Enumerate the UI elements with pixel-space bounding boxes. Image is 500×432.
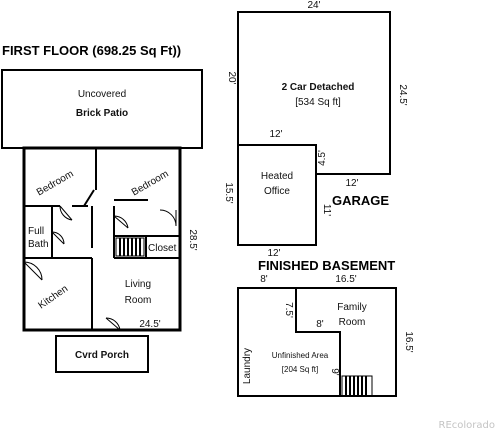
office-label-line2: Office [264,186,290,197]
porch-label: Cvrd Porch [75,350,129,361]
first-floor-stairs [115,237,145,257]
unfinished-area-label-line1: Unfinished Area [272,351,329,360]
patio-label-line2: Brick Patio [76,108,128,119]
basement-stair-dimension: 9' [329,368,340,376]
office-label-line1: Heated [261,171,293,182]
covered-porch: Cvrd Porch [55,335,149,373]
office-top-dimension: 12' [269,129,282,140]
heated-office: Heated Office [237,144,317,246]
patio-label-line1: Uncovered [78,89,126,100]
garage-right-dimension: 24.5' [397,84,408,105]
unfinished-area-label-line2: [204 Sq ft] [282,365,318,374]
laundry-label: Laundry [242,348,253,384]
office-notch-dimension: 4.5' [317,150,328,166]
family-room-label-line1: Family [337,302,366,313]
basement-outline [237,287,397,397]
full-bath-label-line2: Bath [28,239,49,250]
bedroom-left-label: Bedroom [35,169,76,199]
basement-inner-vertical-dimension: 7.5' [283,302,294,318]
garage-outline [237,11,391,175]
basement-heading: FINISHED BASEMENT [258,258,395,273]
office-bottom-dimension: 12' [267,248,280,259]
garage-label-line1: 2 Car Detached [282,82,355,93]
garage-heading: GARAGE [332,193,389,208]
basement-right-dimension: 16.5' [403,331,414,352]
closet-label: Closet [148,243,177,254]
garage-top-dimension: 24' [307,0,320,11]
basement-top-left-dimension: 8' [260,274,268,285]
first-floor-bottom-dimension: 24.5' [139,319,160,330]
garage-bottom-dimension: 12' [345,178,358,189]
patio: Uncovered Brick Patio [1,69,203,149]
basement-inner-horizontal-dimension: 8' [316,319,324,330]
first-floor-right-dimension: 28.5' [187,229,198,250]
first-floor-outline [22,146,182,332]
living-room-label-line2: Room [125,295,152,306]
garage-label-line2: [534 Sq ft] [295,97,341,108]
first-floor-heading: FIRST FLOOR (698.25 Sq Ft)) [2,43,181,58]
full-bath-label-line1: Full [28,226,44,237]
watermark-text: REcolorado [439,420,495,431]
family-room-label-line2: Room [339,317,366,328]
office-right-dimension: 11' [321,204,332,216]
basement-top-right-dimension: 16.5' [335,274,356,285]
basement-stairs [341,375,373,397]
living-room-label-line1: Living [125,279,151,290]
kitchen-label: Kitchen [36,283,70,311]
garage-left-dimension: 20' [226,71,237,84]
first-floor-interior-walls [24,148,180,330]
office-left-dimension: 15.5' [223,182,234,203]
first-floor-door-swings [23,205,177,331]
bedroom-right-label: Bedroom [130,169,171,199]
